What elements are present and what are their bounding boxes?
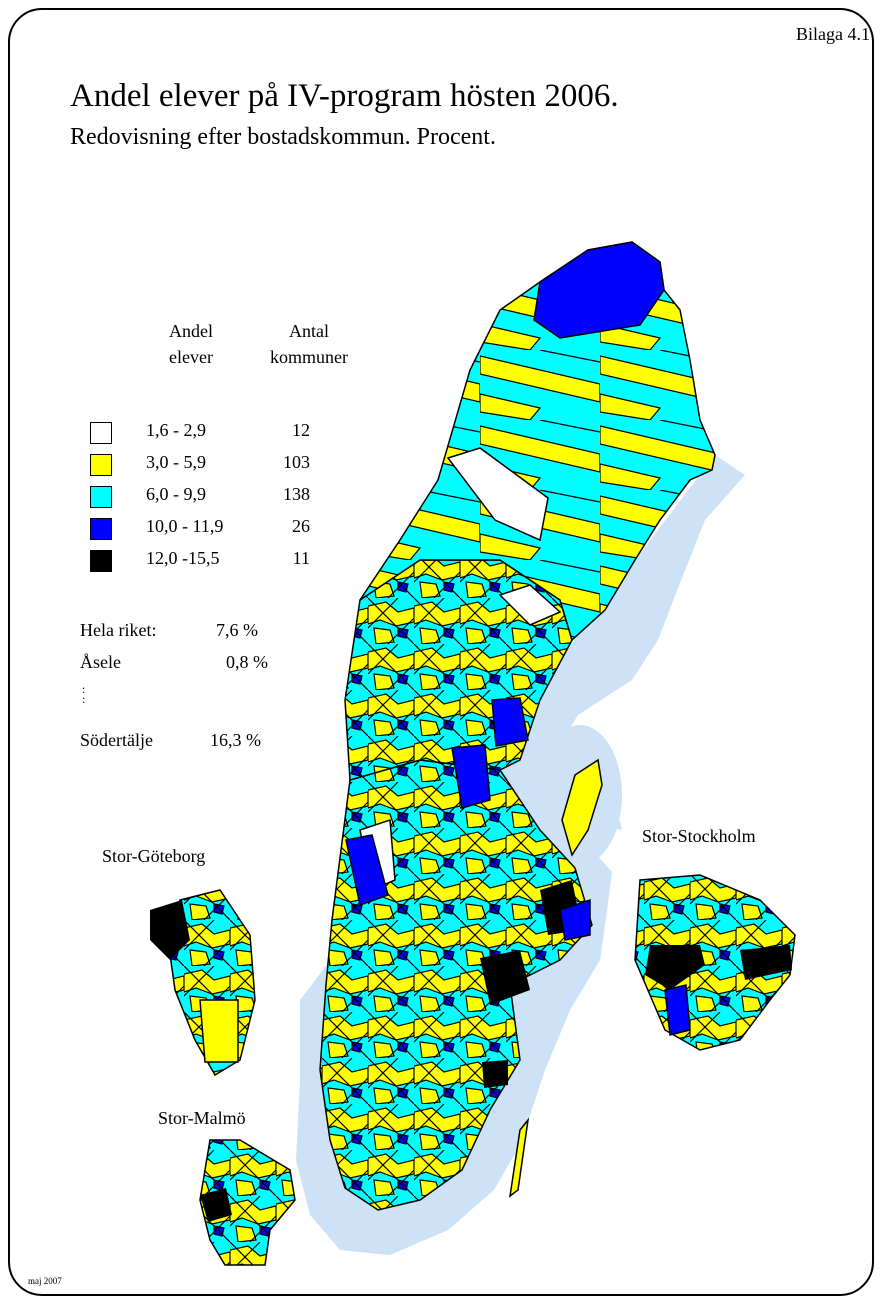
legend-swatch xyxy=(90,454,112,476)
stat-label: Södertälje xyxy=(80,730,153,750)
region-black xyxy=(482,1060,508,1088)
map-title: Andel elever på IV-program hösten 2006. xyxy=(70,78,619,114)
legend-range: 3,0 - 5,9 xyxy=(146,452,206,472)
legend-header-share-line2: elever xyxy=(169,347,213,367)
legend-header-share-line1: Andel xyxy=(169,321,213,341)
region-white xyxy=(498,584,562,626)
legend-count: 26 xyxy=(292,516,310,536)
stat-label: Åsele xyxy=(80,652,121,672)
region-white xyxy=(446,447,549,542)
stat-value: 7,6 % xyxy=(216,620,258,640)
legend-swatch xyxy=(90,422,112,444)
legend-header-share: Andel elever xyxy=(158,318,224,370)
region-blue xyxy=(345,834,389,906)
stat-value: 0,8 % xyxy=(226,652,268,672)
legend-range: 10,0 - 11,9 xyxy=(146,516,224,536)
legend-range: 6,0 - 9,9 xyxy=(146,484,206,504)
label-stor-malmo: Stor-Malmö xyxy=(158,1108,246,1128)
legend-count: 138 xyxy=(283,484,310,504)
inset-stockholm-map xyxy=(634,874,796,1051)
mainland-north xyxy=(359,241,716,642)
legend-header-count-line1: Antal xyxy=(289,321,329,341)
stat-max: Södertälje 16,3 % xyxy=(80,730,320,756)
legend-header-count-line2: kommuner xyxy=(270,347,348,367)
island-oland xyxy=(508,1117,530,1198)
legend-count: 11 xyxy=(292,548,310,568)
ellipsis-dots: : : xyxy=(82,682,86,706)
map-subtitle: Redovisning efter bostadskommun. Procent… xyxy=(70,124,496,150)
label-stor-stockholm: Stor-Stockholm xyxy=(642,826,756,846)
island-gotland xyxy=(561,758,603,857)
region-blue xyxy=(559,898,591,941)
inset-malmo-map xyxy=(199,1139,296,1266)
stat-value: 16,3 % xyxy=(210,730,261,750)
badge-label: Bilaga 4.1 xyxy=(796,24,870,44)
region-blue xyxy=(451,744,491,809)
legend-swatch xyxy=(90,518,112,540)
legend-header-count: Antal kommuner xyxy=(252,318,366,370)
stat-min: Åsele 0,8 % xyxy=(80,652,320,678)
legend-count: 12 xyxy=(292,420,310,440)
region-blue xyxy=(533,241,665,339)
region-black xyxy=(480,950,530,1005)
footer-date: maj 2007 xyxy=(28,1276,62,1286)
label-stor-goteborg: Stor-Göteborg xyxy=(102,846,206,866)
legend-swatch xyxy=(90,550,112,572)
region-blue xyxy=(491,697,529,747)
legend-swatch xyxy=(90,486,112,508)
stat-label: Hela riket: xyxy=(80,620,157,640)
page-frame xyxy=(8,8,874,1296)
stat-national: Hela riket: 7,6 % xyxy=(80,620,320,646)
inset-goteborg-map xyxy=(150,889,256,1077)
legend-range: 12,0 -15,5 xyxy=(146,548,220,568)
legend-count: 103 xyxy=(283,452,310,472)
legend-range: 1,6 - 2,9 xyxy=(146,420,206,440)
